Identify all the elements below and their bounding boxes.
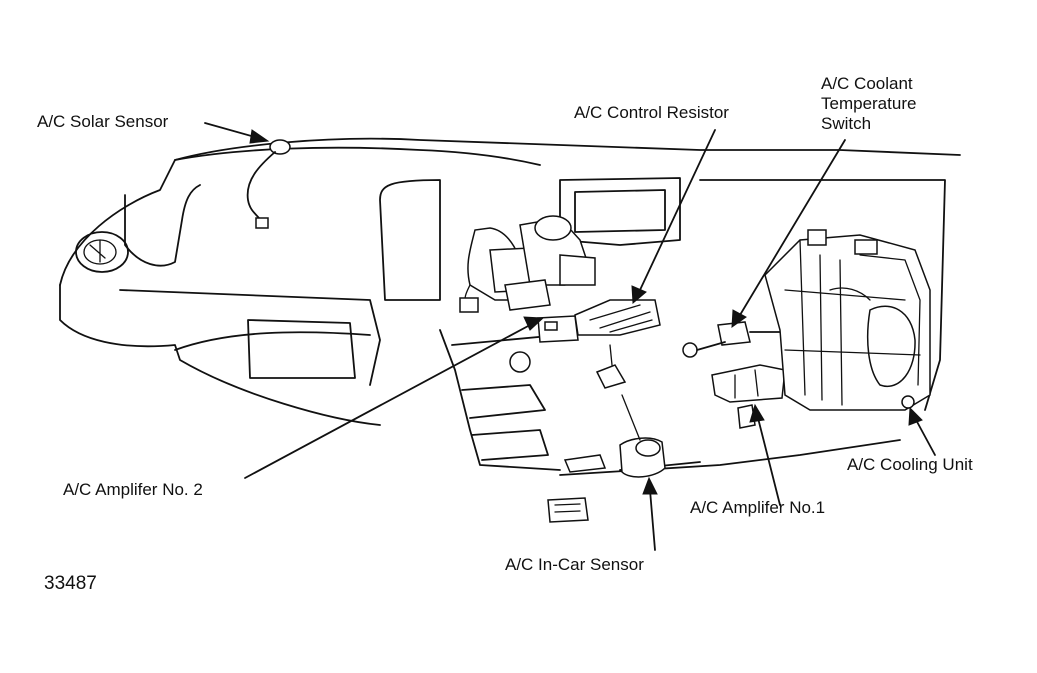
cooling-unit-label: A/C Cooling Unit [847,455,973,474]
coolant-switch-part [682,321,781,358]
control-resistor-label: A/C Control Resistor [574,103,729,122]
blower-module [459,215,596,313]
figure-number: 33487 [44,573,97,594]
solar-sensor-part [246,139,291,229]
amplifier-no1-label: A/C Amplifer No.1 [690,498,826,517]
in-car-sensor-label: A/C In-Car Sensor [505,555,644,574]
coolant-switch-label-line3: Switch [821,114,872,133]
in-car-sensor-part [547,394,666,523]
coolant-switch-label-line1: A/C Coolant [821,74,913,93]
amplifier-no2-part [509,299,661,389]
coolant-switch-label: A/C Coolant Temperature Switch [821,74,916,134]
amplifier-no2-label: A/C Amplifer No. 2 [63,480,203,499]
solar-sensor-label: A/C Solar Sensor [37,112,169,131]
cooling-unit-part [764,229,931,411]
leader-lines [204,122,936,551]
coolant-switch-label-line2: Temperature [821,94,917,113]
amplifier-no1-part [711,364,786,429]
